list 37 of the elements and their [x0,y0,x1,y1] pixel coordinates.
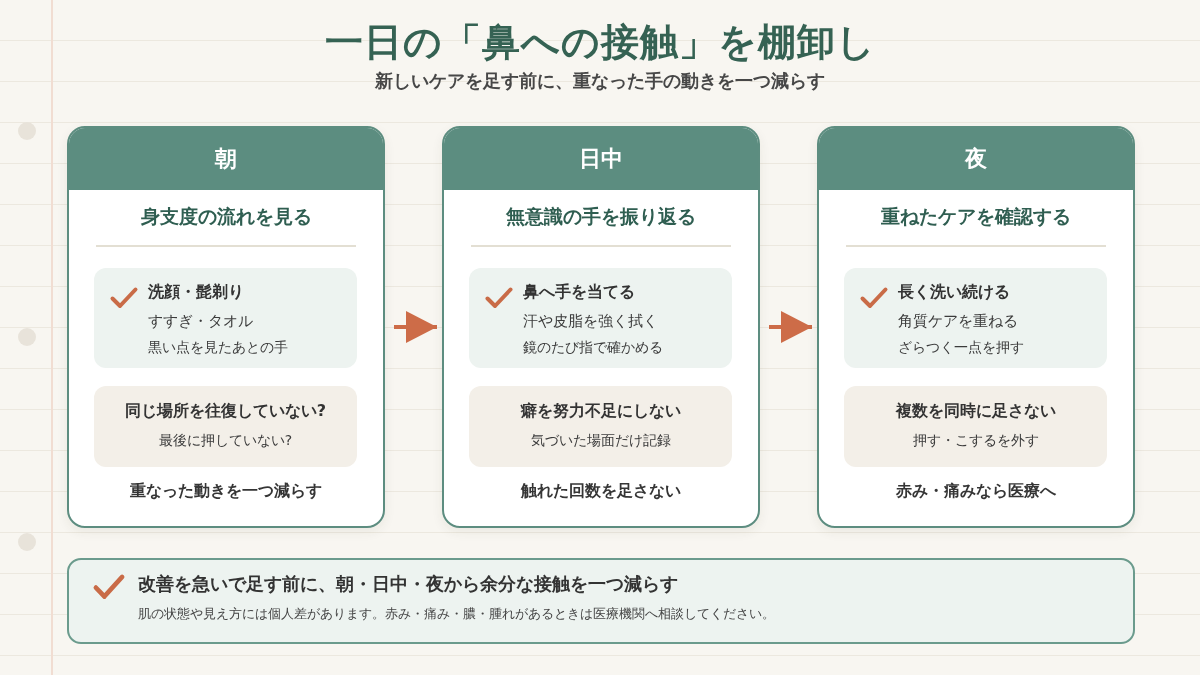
checklist-heading: 洗顔・髭剃り [148,281,244,303]
question-text: 同じ場所を往復していない? [124,400,327,422]
page-subtitle: 新しいケアを足す前に、重なった手の動きを一つ減らす [375,69,825,93]
checklist-box [469,268,732,368]
card-subtitle: 重ねたケアを確認する [881,204,1071,229]
checklist-heading: 長く洗い続ける [898,281,1010,303]
card-header: 夜 [819,128,1133,190]
checklist-item: 角質ケアを重ねる [898,311,1018,332]
arrow [394,311,437,343]
question-text: 癖を努力不足にしない [520,400,681,422]
question-text: 複数を同時に足さない [895,400,1056,422]
card-subtitle: 無意識の手を振り返る [506,204,696,229]
card-subtitle: 身支度の流れを見る [140,204,312,229]
step-card [67,126,385,528]
card-footer-text: 重なった動きを一つ減らす [130,480,322,502]
card-header: 朝 [69,128,383,190]
checklist-heading: 鼻へ手を当てる [523,281,635,303]
step-card [442,126,760,528]
card-footer-text: 赤み・痛みなら医療へ [896,480,1056,502]
disclaimer-text: 肌の状態や見え方には個人差があります。赤み・痛み・膿・腫れがあるときは医療機関へ相談してください。 [138,605,775,623]
arrow [769,311,812,343]
hint-text: 気づいた場面だけ記録 [530,431,671,450]
checklist-item: 鏡のたび指で確かめる [523,338,663,357]
summary-heading: 改善を急いで足す前に、朝・日中・夜から余分な接触を一つ減らす [138,572,678,596]
card-header: 日中 [444,128,758,190]
step-card [817,126,1135,528]
checklist-item: すすぎ・タオル [148,311,253,332]
checklist-box [844,268,1107,368]
checklist-box [94,268,357,368]
checklist-item: ざらつく一点を押す [898,338,1024,357]
checklist-item: 汗や皮脂を強く拭く [523,311,658,332]
page-title: 一日の「鼻への接触」を棚卸し [324,18,876,66]
checklist-item: 黒い点を見たあとの手 [148,338,288,357]
hint-text: 最後に押していない? [158,431,293,450]
summary-box [67,558,1135,644]
card-footer-text: 触れた回数を足さない [521,480,681,502]
hint-text: 押す・こするを外す [912,431,1039,450]
